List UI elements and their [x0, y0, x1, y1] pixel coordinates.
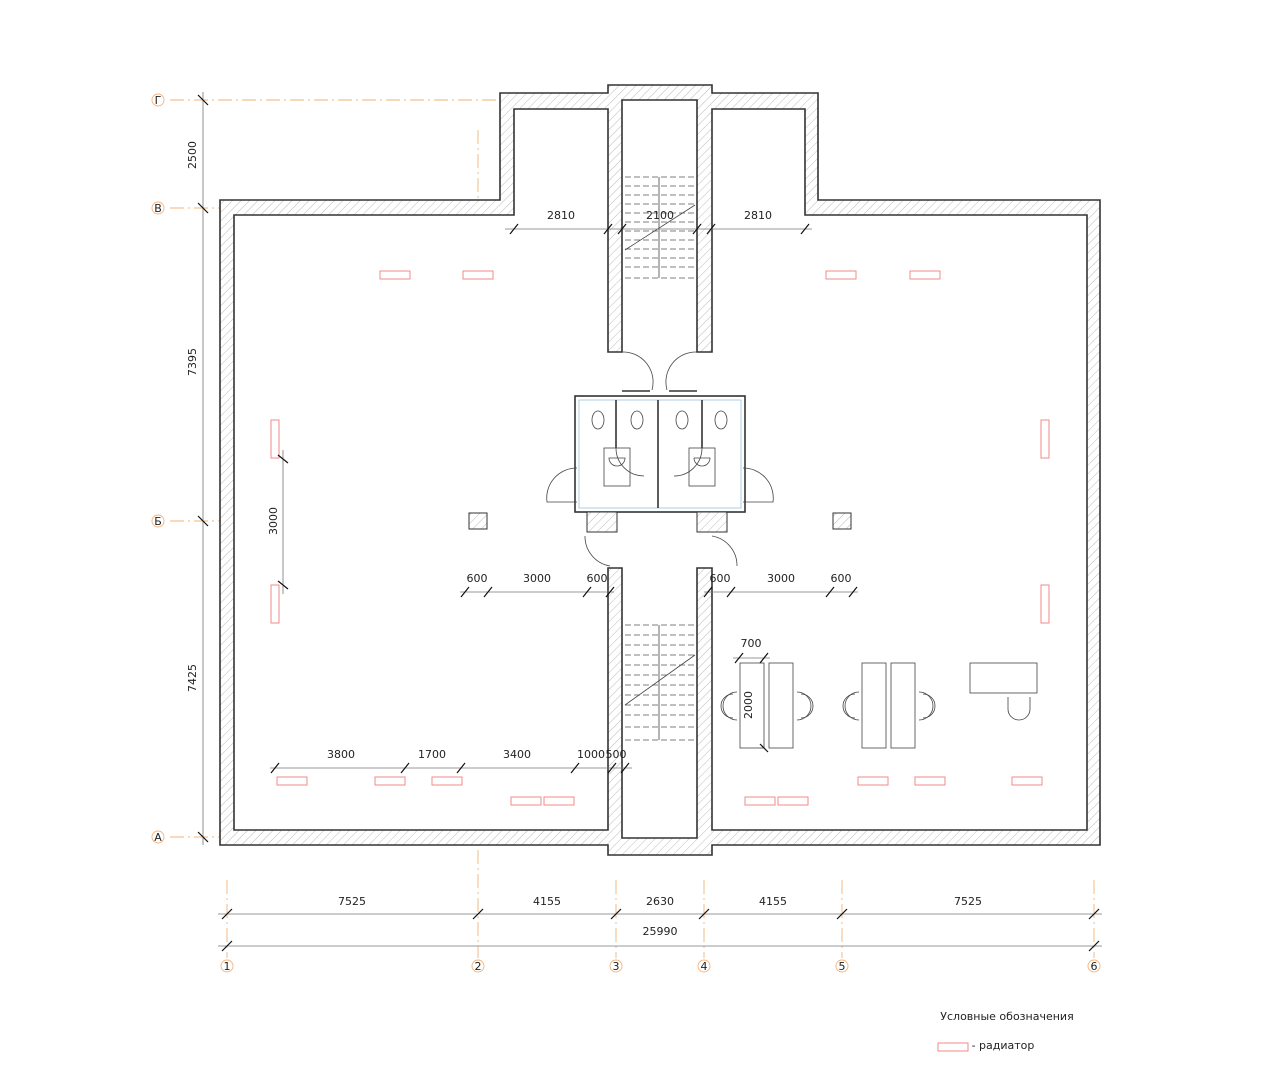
dim-mid-left-1: 3000 — [523, 572, 551, 585]
dim-left-inner: 3000 — [267, 507, 280, 535]
toilet-block — [546, 395, 774, 567]
legend-radiator-swatch — [937, 1042, 969, 1052]
dim-left-0: 2500 — [186, 141, 199, 169]
stair-doors — [621, 351, 698, 392]
dim-mid-right-1: 3000 — [767, 572, 795, 585]
dim-mid-right-2: 600 — [831, 572, 852, 585]
legend: Условные обозначения - радиатор — [937, 1010, 1074, 1052]
dim-left-1: 7395 — [186, 348, 199, 376]
dim-bottom-inner-4: 500 — [606, 748, 627, 761]
dim-top-inner-1: 2100 — [646, 209, 674, 222]
column — [468, 512, 488, 530]
dimension-lines — [197, 92, 1102, 952]
staircase-lower — [624, 624, 696, 741]
dim-mid-right-0: 600 — [710, 572, 731, 585]
dim-mid-left-0: 600 — [467, 572, 488, 585]
axis-labels: Г В Б А 1 2 3 4 5 6 — [151, 93, 1101, 973]
dim-mid-left-2: 600 — [587, 572, 608, 585]
dim-bottom-inner-2: 3400 — [503, 748, 531, 761]
axis-col-label: 2 — [475, 960, 482, 973]
axis-row-label: В — [154, 202, 162, 215]
staircase-upper — [624, 176, 696, 279]
dim-bottom-4: 7525 — [954, 895, 982, 908]
dim-total: 25990 — [643, 925, 678, 938]
dim-left-2: 7425 — [186, 664, 199, 692]
axis-col-label: 4 — [701, 960, 708, 973]
dim-bottom-1: 4155 — [533, 895, 561, 908]
dim-top-inner-0: 2810 — [547, 209, 575, 222]
dim-desk-length: 2000 — [742, 691, 755, 719]
legend-radiator-label: - радиатор — [972, 1039, 1035, 1052]
dim-bottom-inner-3: 1000 — [577, 748, 605, 761]
dim-bottom-3: 4155 — [759, 895, 787, 908]
office-furniture — [720, 662, 1038, 749]
radiators — [270, 270, 1050, 806]
axis-row-label: А — [154, 831, 162, 844]
axis-col-label: 3 — [613, 960, 620, 973]
column — [832, 512, 852, 530]
dim-top-inner-2: 2810 — [744, 209, 772, 222]
dim-bottom-inner-0: 3800 — [327, 748, 355, 761]
dim-desk-width: 700 — [741, 637, 762, 650]
dim-bottom-inner-1: 1700 — [418, 748, 446, 761]
dimension-labels: 2500 7395 7425 7525 4155 2630 4155 7525 … — [186, 141, 982, 938]
axis-row-label: Г — [155, 94, 162, 107]
dim-bottom-2: 2630 — [646, 895, 674, 908]
axis-row-label: Б — [154, 515, 162, 528]
axis-col-label: 6 — [1091, 960, 1098, 973]
axis-col-label: 1 — [224, 960, 231, 973]
dim-bottom-0: 7525 — [338, 895, 366, 908]
legend-title: Условные обозначения — [940, 1010, 1073, 1023]
axis-col-label: 5 — [839, 960, 846, 973]
